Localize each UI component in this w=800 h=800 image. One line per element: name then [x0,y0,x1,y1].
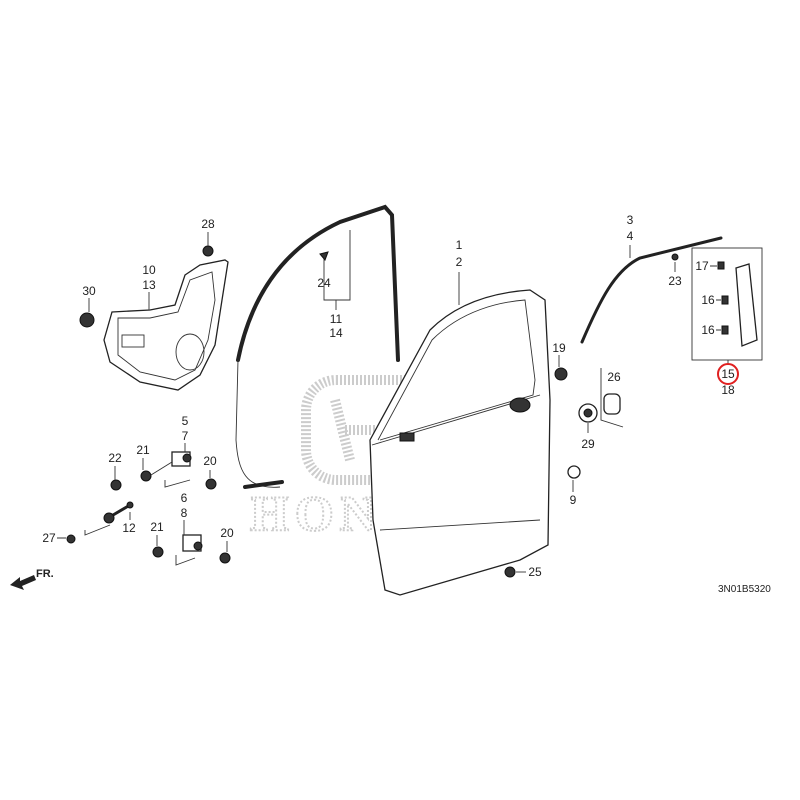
callout-30[interactable]: 30 [82,284,96,298]
callout-labels: 1 2 3 4 5 7 6 8 9 10 13 11 14 12 15 18 1… [42,213,735,579]
callout-16[interactable]: 16 [701,323,715,337]
callout-18[interactable]: 18 [721,383,735,397]
bumper-part-19[interactable] [554,367,568,381]
seal-part-26[interactable] [603,393,621,415]
callout-20[interactable]: 20 [203,454,217,468]
callout-25[interactable]: 25 [528,565,542,579]
lower-hinge-part-6[interactable] [152,520,231,566]
callout-16[interactable]: 16 [701,293,715,307]
upper-hinge-part-5[interactable] [140,443,217,490]
callout-15[interactable]: 15 [721,367,735,381]
front-door-part-1[interactable] [369,289,551,596]
callout-12[interactable]: 12 [122,521,136,535]
callout-20[interactable]: 20 [220,526,234,540]
nut-part-25[interactable] [504,566,516,578]
callout-28[interactable]: 28 [201,217,215,231]
callout-2[interactable]: 2 [456,255,463,269]
clip-part-16[interactable] [721,325,729,335]
callout-6[interactable]: 6 [181,491,188,505]
grommet-part-30[interactable] [79,312,95,328]
callout-10[interactable]: 10 [142,263,156,277]
callout-11[interactable]: 11 [330,312,343,326]
door-insulator-part-10[interactable] [103,259,229,391]
callout-4[interactable]: 4 [627,229,634,243]
weatherstrip-part-11[interactable] [235,204,400,489]
callout-22[interactable]: 22 [108,451,122,465]
clip-part-23[interactable] [671,253,679,261]
molding-part-3[interactable] [580,236,723,344]
callout-1[interactable]: 1 [456,238,463,252]
callout-9[interactable]: 9 [570,493,577,507]
callout-5[interactable]: 5 [182,414,189,428]
nut-part-28[interactable] [202,245,214,257]
callout-21[interactable]: 21 [136,443,150,457]
callout-29[interactable]: 29 [581,437,595,451]
svg-text:FR.: FR. [36,568,54,580]
clip-part-24[interactable] [319,251,329,261]
callout-17[interactable]: 17 [695,259,709,273]
callout-8[interactable]: 8 [181,506,188,520]
callout-19[interactable]: 19 [552,341,566,355]
garnish-group-box [691,247,763,361]
clip-part-17[interactable] [717,261,725,270]
callout-3[interactable]: 3 [627,213,634,227]
callout-27[interactable]: 27 [42,531,56,545]
checker-part-12[interactable] [57,466,134,544]
diagram-code: 3N01B5320 [718,584,771,595]
callout-24[interactable]: 24 [317,276,331,290]
callout-13[interactable]: 13 [142,278,156,292]
callout-23[interactable]: 23 [668,274,682,288]
callout-7[interactable]: 7 [182,429,189,443]
callout-21[interactable]: 21 [150,520,164,534]
highlight-circle [717,363,739,385]
callout-26[interactable]: 26 [607,370,621,384]
garnish-part-15[interactable] [735,263,758,347]
bumper-part-9[interactable] [567,465,581,479]
clip-part-16[interactable] [721,295,729,305]
front-direction-arrow: FR. [10,568,54,590]
callout-14[interactable]: 14 [329,326,343,340]
